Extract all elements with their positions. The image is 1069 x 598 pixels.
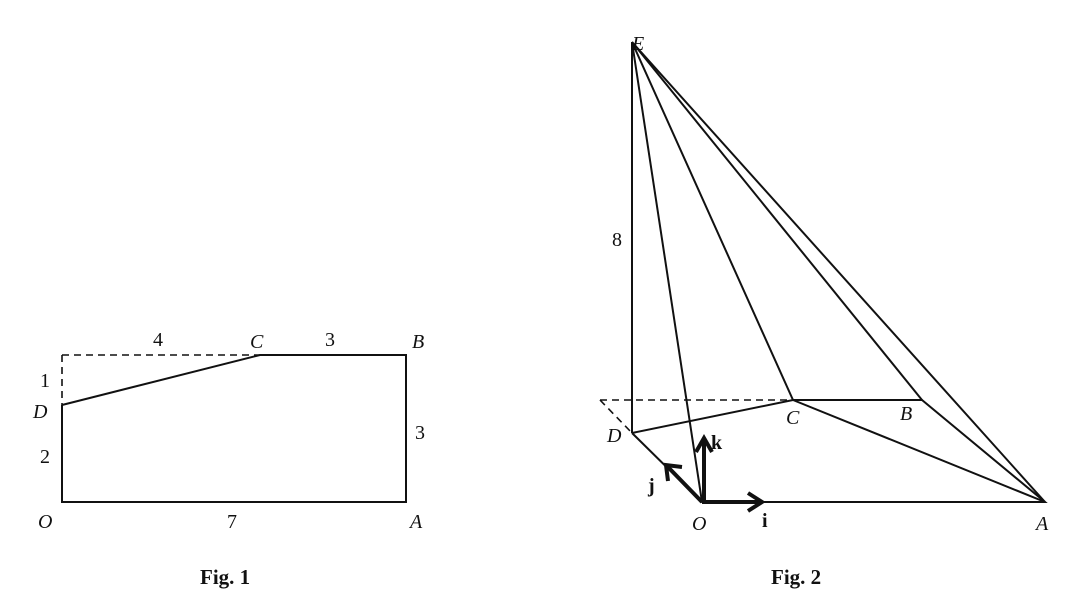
fig1-dim-top-right: 3 (325, 329, 335, 351)
fig1-label-C: C (250, 331, 264, 353)
fig2-label-E: E (631, 33, 644, 55)
vector-k-arrow (694, 433, 714, 502)
fig2-edge-EC (631, 41, 794, 401)
figure-2: E D C B O A 8 i j k Fig. 2 (599, 33, 1049, 589)
fig1-dim-top-left: 4 (153, 329, 163, 351)
fig2-label-D: D (606, 425, 622, 447)
fig2-height-label: 8 (612, 229, 622, 251)
fig2-label-O: O (692, 513, 706, 535)
fig2-edge-EO (631, 41, 703, 503)
fig1-dim-left-bottom: 2 (40, 446, 50, 468)
fig1-label-A: A (408, 511, 423, 533)
figure-1: O A B C D 4 3 1 2 3 7 Fig. 1 (32, 329, 425, 589)
vector-k-label: k (711, 432, 723, 454)
vector-j-label: j (647, 475, 655, 497)
fig2-edge-CA (792, 399, 1046, 503)
vector-j-arrow (663, 462, 704, 504)
fig2-label-C: C (786, 407, 800, 429)
fig2-caption: Fig. 2 (771, 565, 821, 589)
fig1-label-D: D (32, 401, 48, 423)
fig2-label-A: A (1034, 513, 1049, 535)
vector-i-arrow (702, 491, 766, 513)
fig1-label-B: B (412, 331, 424, 353)
fig1-dim-bottom: 7 (227, 511, 237, 533)
fig1-dim-left-top: 1 (40, 370, 50, 392)
fig1-label-O: O (38, 511, 52, 533)
fig2-edge-EA (631, 41, 1046, 503)
fig1-caption: Fig. 1 (200, 565, 250, 589)
fig2-edge-EB (631, 41, 923, 401)
fig1-polygon (61, 354, 407, 503)
fig2-label-B: B (900, 403, 912, 425)
vector-i-label: i (762, 510, 768, 532)
fig2-dashed-left (599, 399, 633, 434)
fig1-dim-right: 3 (415, 422, 425, 444)
